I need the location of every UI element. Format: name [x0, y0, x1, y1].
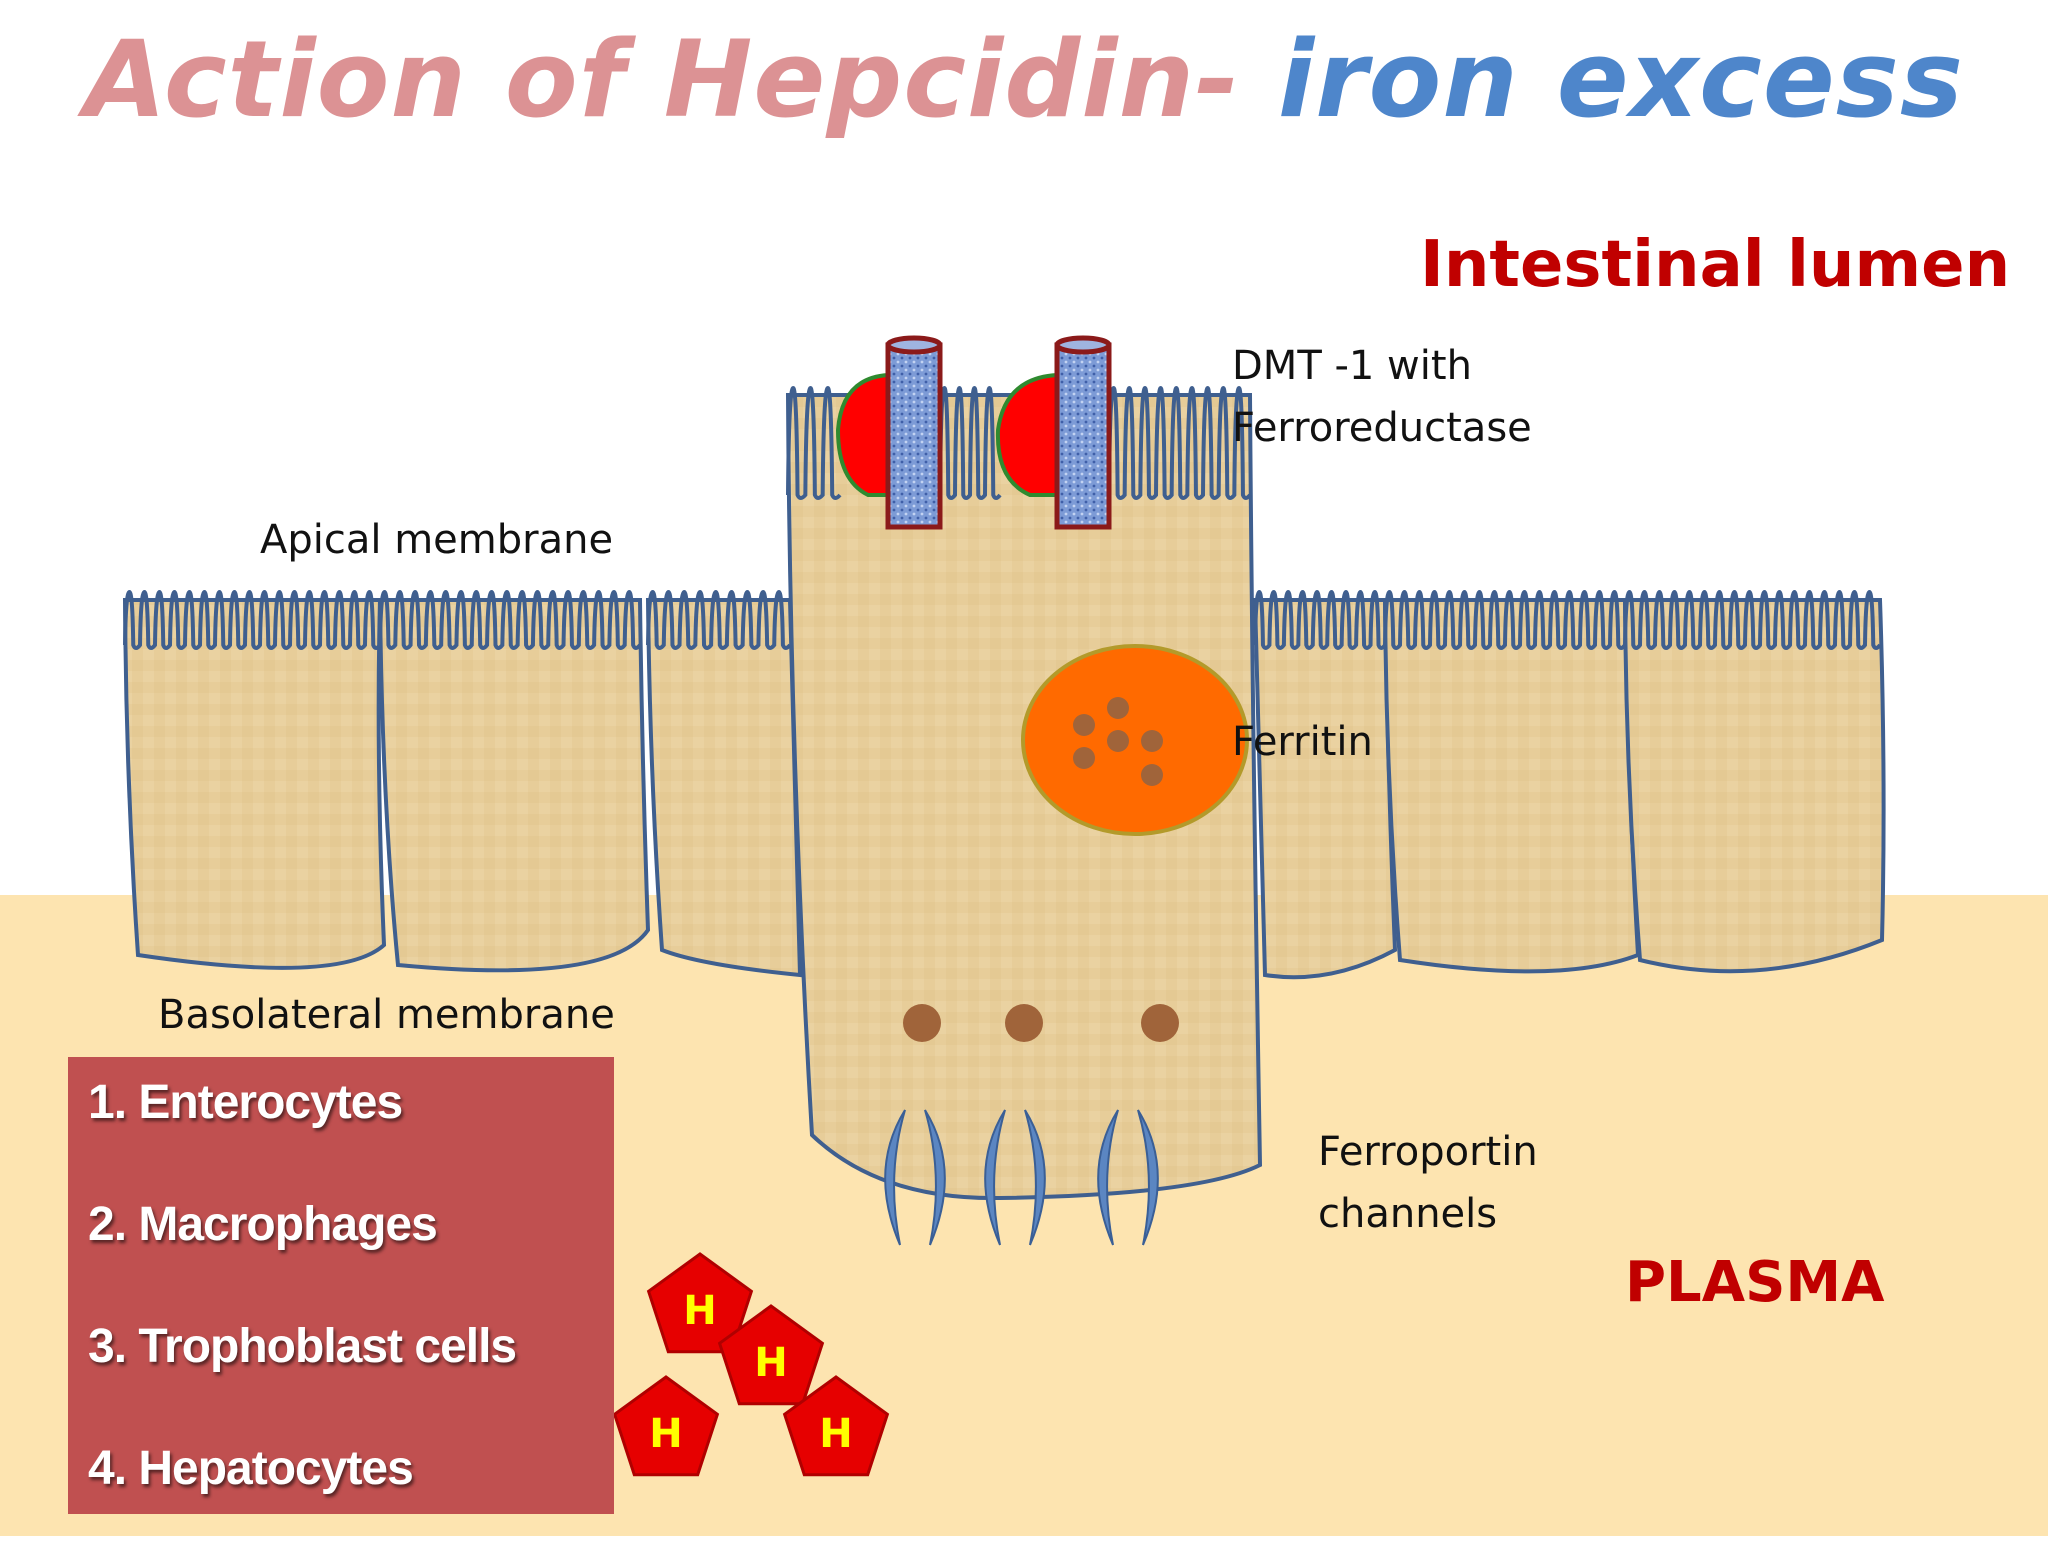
side-cell	[122, 598, 387, 970]
dmt1-channel	[885, 342, 943, 530]
microvilli	[1107, 385, 1252, 500]
iron-dot	[1107, 730, 1129, 752]
ferroreductase-enzyme	[995, 372, 1059, 497]
iron-dot	[1141, 764, 1163, 786]
ferroreductase-enzyme	[835, 372, 890, 497]
microvilli	[378, 589, 642, 650]
dmt1-label-line2: Ferroreductase	[1232, 405, 1532, 451]
ferroportin-channel	[884, 1109, 946, 1246]
ferroportin-channel	[1097, 1109, 1159, 1246]
hepcidin-symbol: H	[683, 1288, 716, 1334]
plasma-label: PLASMA	[1625, 1250, 1885, 1315]
iron-dot	[1073, 714, 1095, 736]
legend-item-macrophages: 2. Macrophages	[88, 1198, 438, 1251]
hepcidin-symbol: H	[819, 1411, 852, 1457]
microvilli	[123, 589, 382, 650]
hepcidin-molecule: H	[782, 1375, 890, 1477]
iron-dot	[1073, 747, 1095, 769]
legend-item-trophoblast-cells: 3. Trophoblast cells	[88, 1320, 517, 1373]
side-cell	[377, 598, 651, 973]
side-cells	[122, 598, 1886, 980]
title-part-hepcidin: Action of Hepcidin-	[84, 18, 1241, 141]
hepcidin-symbol: H	[649, 1411, 682, 1457]
microvilli	[646, 589, 792, 650]
hepcidin-target-cells-legend: 1. Enterocytes 2. Macrophages 3. Trophob…	[68, 1057, 614, 1514]
side-microvilli	[123, 589, 1882, 650]
microvilli	[1253, 589, 1387, 650]
free-iron	[903, 1004, 1179, 1042]
dmt1-ferroreductase-left	[835, 335, 943, 530]
microvilli	[938, 385, 1002, 500]
ferritin-vesicle	[1021, 644, 1249, 836]
legend-item-hepatocytes: 4. Hepatocytes	[88, 1442, 414, 1495]
basolateral-membrane-label: Basolateral membrane	[158, 992, 615, 1038]
microvilli	[1623, 589, 1882, 650]
iron-dot	[1005, 1004, 1043, 1042]
dmt1-channel	[1054, 342, 1112, 530]
side-cell	[1382, 598, 1641, 974]
intestinal-lumen-label: Intestinal lumen	[1420, 228, 2011, 302]
ferroportin-channel	[984, 1109, 1046, 1246]
side-cell	[1622, 598, 1886, 974]
hepcidin-symbol: H	[754, 1340, 787, 1386]
iron-dot	[1107, 697, 1129, 719]
ferritin-label: Ferritin	[1232, 719, 1373, 765]
ferroportin-label-line2: channels	[1318, 1191, 1498, 1237]
apical-membrane-label: Apical membrane	[260, 517, 614, 563]
dmt1-label-line1: DMT -1 with	[1232, 343, 1472, 389]
title-part-iron-excess: iron excess	[1240, 18, 1964, 141]
ferroportin-label-line1: Ferroportin	[1318, 1129, 1538, 1175]
page-title: Action of Hepcidin- iron excess	[0, 18, 2048, 141]
hepcidin-molecule: H	[717, 1304, 825, 1406]
legend-item-enterocytes: 1. Enterocytes	[88, 1076, 403, 1129]
central-enterocyte	[785, 393, 1263, 1201]
dmt1-ferroreductase-right	[995, 335, 1112, 530]
side-cell	[645, 598, 803, 978]
hepcidin-molecule: H	[646, 1252, 754, 1354]
ferroportin-channels	[884, 1109, 1159, 1246]
iron-dot	[1141, 730, 1163, 752]
microvilli	[1383, 589, 1627, 650]
iron-dot	[903, 1004, 941, 1042]
central-microvilli	[786, 385, 1252, 500]
hepcidin-molecule: H	[612, 1375, 720, 1477]
side-cell	[1252, 598, 1398, 980]
microvilli	[786, 385, 842, 500]
iron-dot	[1141, 1004, 1179, 1042]
